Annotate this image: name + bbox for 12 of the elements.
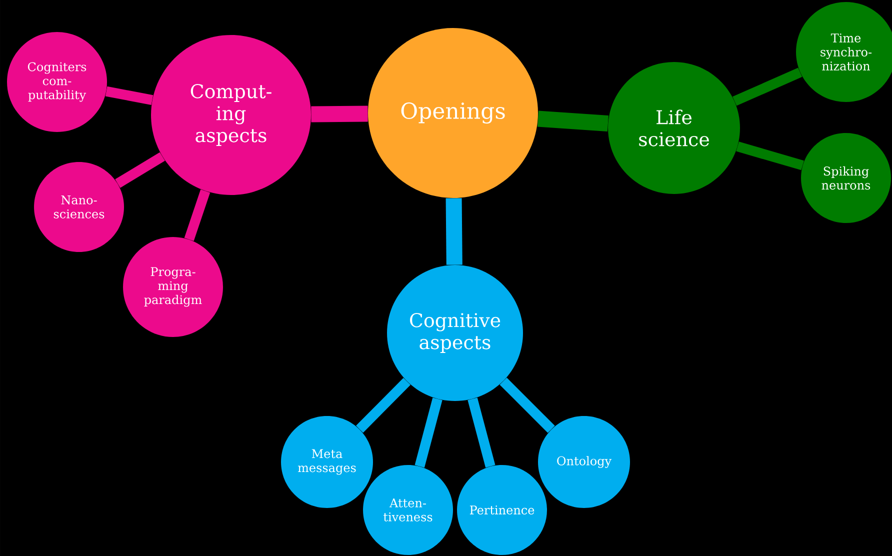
branch-connector [105,86,154,105]
branch-connector [311,106,368,122]
branch-connector [184,189,210,242]
branch-connector [414,398,442,468]
branch-connector [468,398,496,468]
branch-connector [500,378,555,433]
branch-connector [115,152,165,188]
branch-connector [736,142,804,170]
branch-connector [732,68,802,106]
branch-connector [446,198,462,265]
branch-connector [537,110,608,132]
branch-connector [356,378,411,433]
